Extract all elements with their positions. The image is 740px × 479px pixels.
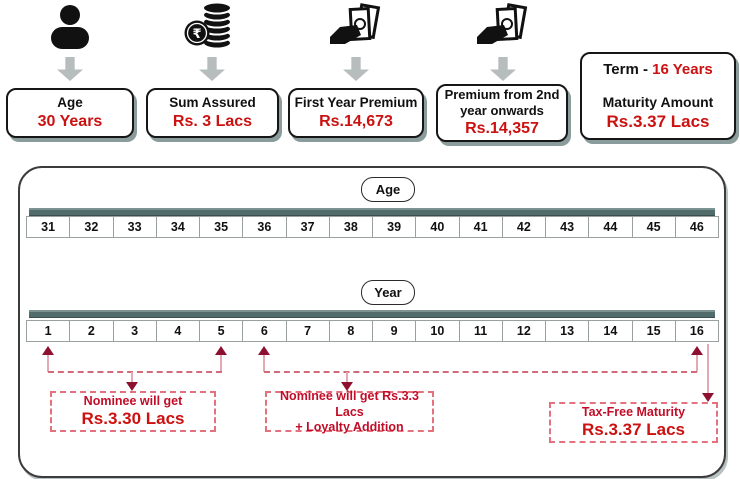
renewal-premium-card-label: Premium from 2nd year onwards [444, 87, 560, 118]
nominee-late-line1: Nominee will get Rs.3.3 Lacs [280, 388, 419, 419]
stem-to-maturity [707, 344, 709, 394]
up-arrowhead-year-5 [215, 346, 227, 355]
first-year-premium-card: First Year Premium Rs.14,673 [288, 88, 424, 138]
tax-free-maturity-note: Tax-Free Maturity Rs.3.37 Lacs [549, 402, 718, 443]
timeline-cell: 15 [631, 320, 676, 342]
rupee-coins-icon: ₹ [184, 2, 232, 50]
stem-to-nominee-early [131, 372, 133, 383]
term-line: Term - 16 Years [603, 61, 713, 78]
tax-free-maturity-line1: Tax-Free Maturity [581, 405, 686, 420]
timeline-cell: 3 [112, 320, 157, 342]
timeline-cell: 7 [285, 320, 330, 342]
down-block-arrow [490, 57, 516, 81]
year-axis-bar [29, 310, 715, 318]
timeline-cell: 31 [26, 216, 71, 238]
timeline-cell: 8 [328, 320, 373, 342]
timeline-cell: 9 [372, 320, 417, 342]
dashed-connector-years-6-16 [264, 371, 697, 373]
timeline-cell: 45 [631, 216, 676, 238]
nominee-late-note: Nominee will get Rs.3.3 Lacs + Loyalty A… [265, 388, 434, 435]
dashed-connector-years-1-5 [48, 371, 222, 373]
timeline-cell: 40 [415, 216, 460, 238]
timeline-cell: 2 [69, 320, 114, 342]
down-arrowhead-nominee-early [126, 382, 138, 391]
up-arrowhead-year-1 [42, 346, 54, 355]
year-axis-pill: Year [361, 280, 415, 305]
stem-year-1 [47, 355, 49, 372]
timeline-cell: 34 [155, 216, 200, 238]
sum-assured-card-value: Rs. 3 Lacs [172, 112, 253, 130]
nominee-early-line2: Rs.3.30 Lacs [81, 409, 185, 429]
timeline-cell: 16 [674, 320, 719, 342]
hand-money-icon [477, 3, 528, 44]
timeline-cell: 13 [545, 320, 590, 342]
nominee-early-note: Nominee will get Rs.3.30 Lacs [50, 391, 216, 432]
down-block-arrow [57, 57, 83, 81]
stem-year-6 [263, 355, 265, 372]
timeline-cell: 6 [242, 320, 287, 342]
down-arrowhead-nominee-late [341, 382, 353, 391]
rupee-symbol-glyph: ₹ [192, 26, 201, 41]
stem-year-5 [220, 355, 222, 372]
person-icon [51, 5, 89, 49]
timeline-cell: 11 [458, 320, 503, 342]
tax-free-maturity-line2: Rs.3.37 Lacs [581, 420, 685, 440]
timeline-cell: 35 [199, 216, 244, 238]
term-value: 16 Years [652, 60, 713, 78]
timeline-cell: 10 [415, 320, 460, 342]
up-arrowhead-year-6 [258, 346, 270, 355]
timeline-cell: 1 [26, 320, 71, 342]
timeline-cell: 38 [328, 216, 373, 238]
timeline-cell: 33 [112, 216, 157, 238]
first-year-premium-card-value: Rs.14,673 [319, 112, 393, 130]
timeline-cell: 39 [372, 216, 417, 238]
hand-money-icon [330, 3, 381, 44]
up-arrowhead-year-16 [691, 346, 703, 355]
timeline-cell: 5 [199, 320, 244, 342]
stem-year-16 [696, 355, 698, 372]
first-year-premium-card-label: First Year Premium [294, 94, 418, 110]
timeline-cell: 41 [458, 216, 503, 238]
age-axis-bar [29, 208, 715, 216]
timeline-cell: 36 [242, 216, 287, 238]
renewal-premium-card: Premium from 2nd year onwards Rs.14,357 [436, 84, 568, 142]
timeline-cell: 32 [69, 216, 114, 238]
timeline-cell: 37 [285, 216, 330, 238]
term-maturity-card: Term - 16 Years Maturity Amount Rs.3.37 … [580, 52, 736, 140]
age-axis-pill: Age [361, 177, 415, 202]
nominee-early-line1: Nominee will get [83, 394, 183, 409]
sum-assured-card-label: Sum Assured [169, 94, 256, 110]
timeline-cell: 12 [501, 320, 546, 342]
timeline-cell: 43 [545, 216, 590, 238]
down-block-arrow [199, 57, 225, 81]
nominee-late-line2: + Loyalty Addition [295, 420, 404, 435]
term-label: Term - [603, 60, 648, 78]
timeline-cell: 46 [674, 216, 719, 238]
renewal-premium-card-value: Rs.14,357 [465, 120, 539, 138]
timeline-cell: 42 [501, 216, 546, 238]
timeline-cell: 14 [588, 320, 633, 342]
maturity-amount-value: Rs.3.37 Lacs [606, 111, 710, 131]
maturity-amount-label: Maturity Amount [602, 93, 714, 110]
sum-assured-card: Sum Assured Rs. 3 Lacs [146, 88, 279, 138]
down-arrowhead-maturity [702, 393, 714, 402]
timeline-cell: 44 [588, 216, 633, 238]
age-card-label: Age [57, 94, 83, 110]
timeline-cell: 4 [155, 320, 200, 342]
age-card: Age 30 Years [6, 88, 134, 138]
age-card-value: 30 Years [37, 112, 103, 130]
down-block-arrow [343, 57, 369, 81]
stem-to-nominee-late [346, 372, 348, 383]
